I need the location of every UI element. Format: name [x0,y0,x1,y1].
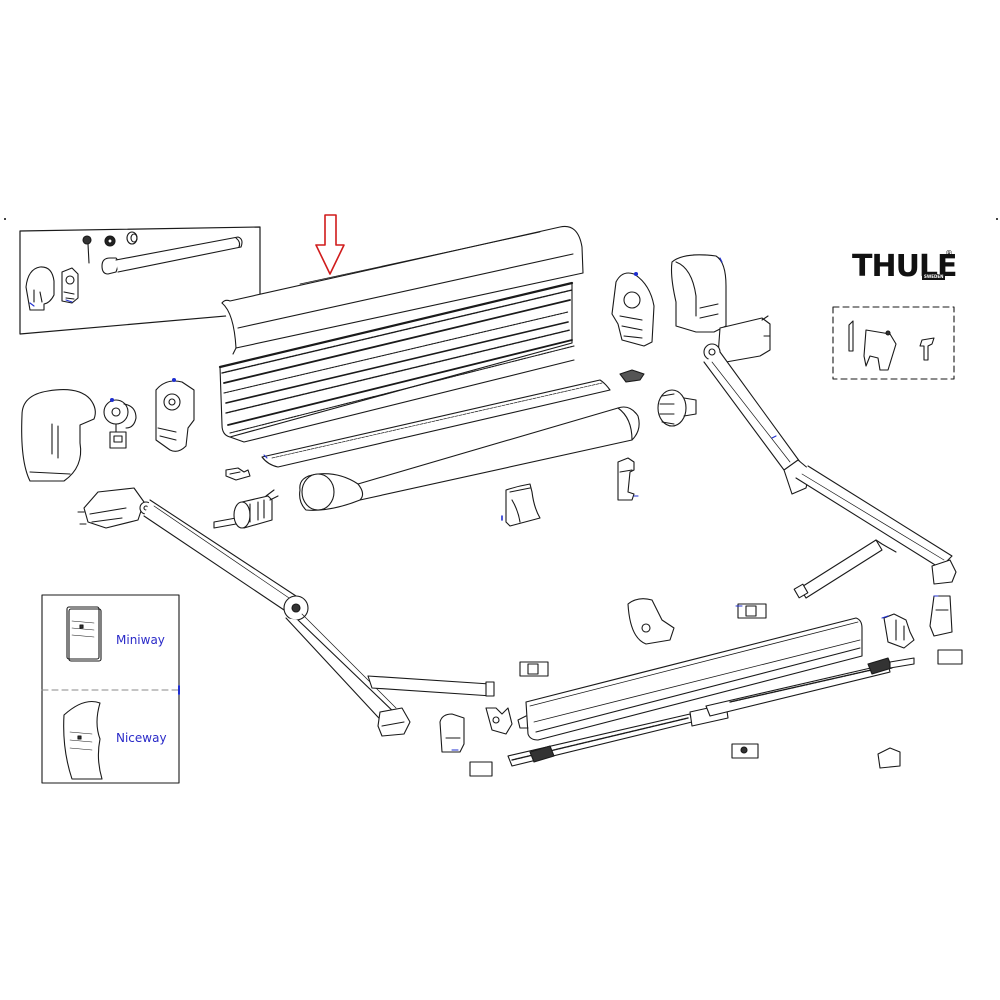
telescopic-rail-right [705,657,915,717]
awning-housing-profile [218,281,575,443]
right-end-bracket [881,613,915,649]
left-drive-hub [103,397,137,449]
left-end-cover-lower [439,713,465,753]
miniway-remote-icon [66,606,102,662]
edge-mark-right [996,218,998,220]
right-arm [703,315,957,585]
thin-bracket-icon [848,320,854,352]
left-end-cap [21,389,96,482]
motor-end-cap-icon [25,266,55,311]
motor-nut-icon [104,235,116,247]
right-gearbox [611,271,655,347]
left-end-bracket-lower [485,707,513,735]
remotes-inset-box [41,594,180,784]
left-gearbox [155,377,195,452]
small-clip-left [225,467,251,481]
thule-logo-subtext: SWEDEN [922,274,946,280]
left-roller-hub [213,489,279,529]
thule-logo: THULE SWEDEN ® [852,249,958,284]
niceway-remote-icon [63,700,103,780]
front-bar [517,617,863,741]
bracket-inset-box [832,306,955,380]
small-clip-center [617,457,639,501]
edge-mark-left [4,218,6,220]
mounting-plate-icon [863,329,897,371]
niceway-label: Niceway [116,731,167,745]
registered-mark: ® [945,249,953,258]
motor-tube-icon [101,236,243,275]
miniway-label: Miniway [116,633,165,647]
right-end-cover [929,595,953,637]
left-arm [77,487,411,737]
left-telescopic-leg [367,675,495,697]
small-clip-bottom-mid [731,743,759,759]
motor-pin-icon [82,235,92,264]
fabric-strip [261,379,611,468]
telescopic-rail-left [507,703,729,767]
small-clip-bottom-right [877,747,901,769]
center-bracket [501,483,541,527]
motor-inset-box [19,226,261,335]
motor-ring-icon [126,231,138,245]
right-drive-hub [657,389,697,427]
small-clip-bottom-left [469,761,493,777]
motor-gear-housing-icon [61,267,79,304]
small-clip-left-lower [519,661,549,677]
hook-bracket-icon [919,337,935,361]
small-clip-mid [735,603,767,619]
awning-cover-profile [221,225,584,355]
bracket-center-top [627,598,675,645]
right-telescopic-leg [793,539,897,599]
right-end-cap [670,254,727,333]
small-clip-right-upper [619,369,645,383]
fabric-roller [299,406,640,511]
small-clip-right [937,649,963,665]
highlight-arrow [315,214,345,275]
